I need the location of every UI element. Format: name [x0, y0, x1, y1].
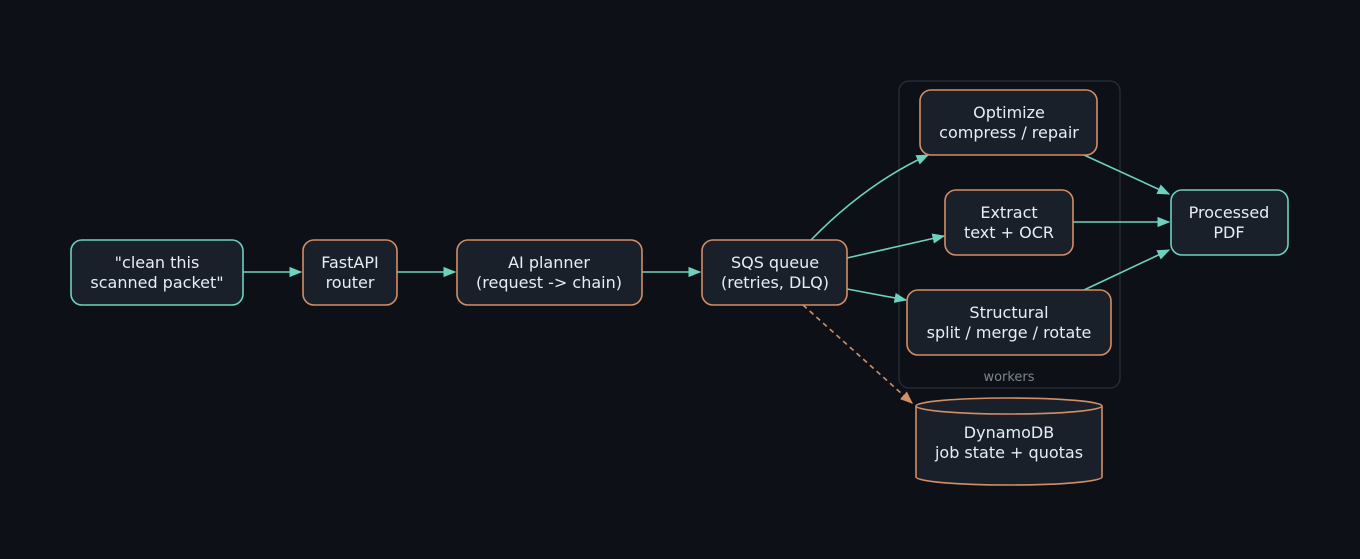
- node-planner: AI planner (request -> chain): [456, 239, 643, 306]
- workers-cluster: workers: [898, 80, 1121, 389]
- node-output-line-2: PDF: [1213, 223, 1244, 242]
- node-optimize-line-1: Optimize: [973, 103, 1045, 122]
- edges: [243, 154, 1171, 404]
- node-extract-line-2: text + OCR: [964, 223, 1054, 242]
- node-optimize-line-2: compress / repair: [939, 123, 1079, 142]
- node-db-line-1: DynamoDB: [964, 423, 1054, 442]
- node-extract-line-1: Extract: [980, 203, 1037, 222]
- node-structural-line-1: Structural: [969, 303, 1048, 322]
- node-request-line-2: scanned packet": [90, 273, 223, 292]
- edge-optimize-to-output: [1083, 154, 1171, 195]
- edge-queue-to-db: [802, 304, 913, 404]
- workers-cluster-label: workers: [983, 370, 1034, 385]
- node-extract-box: [944, 189, 1074, 256]
- node-queue-line-2: (retries, DLQ): [721, 273, 829, 292]
- node-request-box: [70, 239, 244, 306]
- edge-queue-to-extract: [846, 233, 946, 259]
- node-queue: SQS queue (retries, DLQ): [701, 239, 848, 306]
- edge-queue-to-optimize: [810, 154, 930, 241]
- node-queue-line-1: SQS queue: [731, 253, 819, 272]
- node-router-line-2: router: [326, 273, 375, 292]
- node-optimize-box: [919, 89, 1098, 156]
- node-extract: Extract text + OCR: [944, 189, 1074, 256]
- node-db-line-2: job state + quotas: [934, 443, 1083, 462]
- node-router: FastAPI router: [302, 239, 398, 306]
- node-router-line-1: FastAPI: [321, 253, 378, 272]
- node-structural-box: [906, 289, 1112, 356]
- node-planner-line-1: AI planner: [508, 253, 590, 272]
- node-queue-box: [701, 239, 848, 306]
- workers-cluster-frame: [898, 80, 1121, 389]
- node-output: Processed PDF: [1170, 189, 1289, 256]
- edge-structural-to-output: [1083, 249, 1171, 291]
- node-structural-line-2: split / merge / rotate: [927, 323, 1092, 342]
- node-router-box: [302, 239, 398, 306]
- node-optimize: Optimize compress / repair: [919, 89, 1098, 156]
- node-request: "clean this scanned packet": [70, 239, 244, 306]
- node-db: DynamoDB job state + quotas: [915, 397, 1103, 486]
- node-planner-box: [456, 239, 643, 306]
- node-request-line-1: "clean this: [115, 253, 200, 272]
- edge-queue-to-structural: [846, 288, 908, 303]
- node-output-box: [1170, 189, 1289, 256]
- node-planner-line-2: (request -> chain): [476, 273, 622, 292]
- node-db-body: [915, 406, 1103, 486]
- node-db-top: [915, 397, 1103, 415]
- node-output-line-1: Processed: [1189, 203, 1270, 222]
- node-structural: Structural split / merge / rotate: [906, 289, 1112, 356]
